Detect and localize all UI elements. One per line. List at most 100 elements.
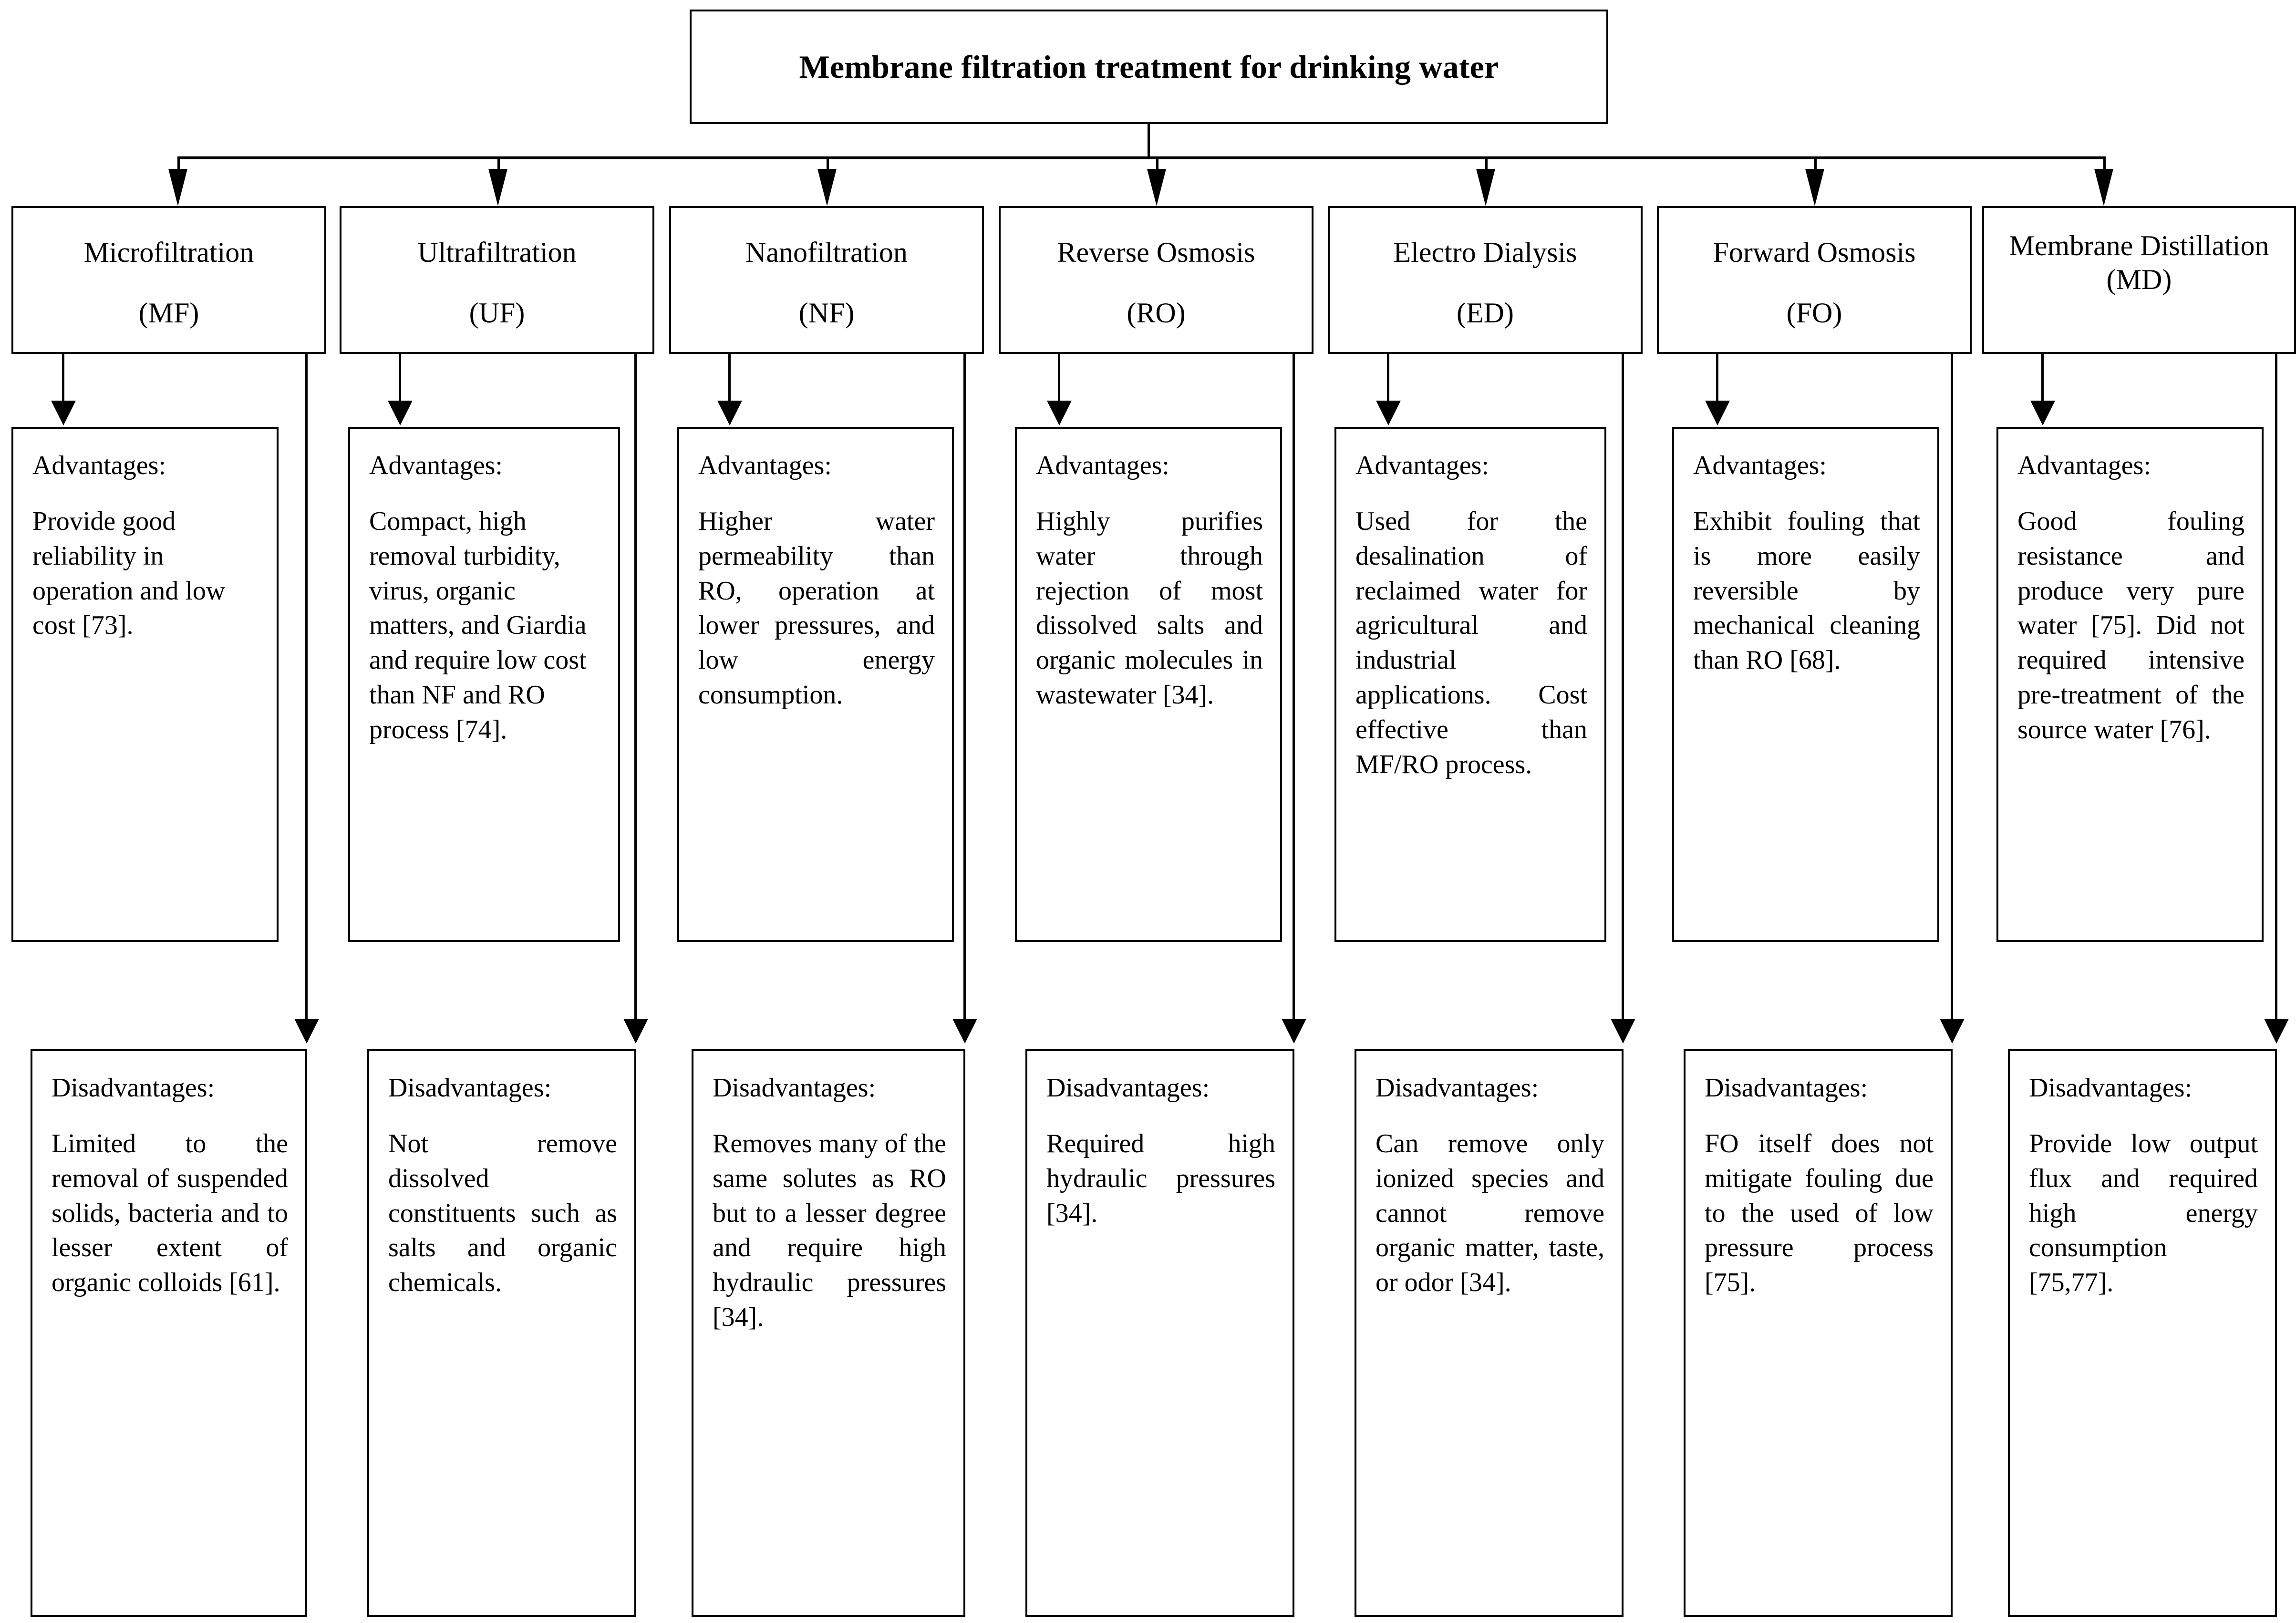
bus-arrow-3 [817, 169, 837, 206]
dis-arrow-3 [952, 1019, 977, 1044]
bus-arrow-1 [168, 169, 187, 206]
advantages-box-electro-dialysis: Advantages: Used for the desalination of… [1334, 427, 1606, 942]
disadvantages-box-ultrafiltration: Disadvantages: Not remove dissolved cons… [367, 1049, 636, 1617]
adv-connector-line-6 [1716, 354, 1718, 404]
disadvantages-box-electro-dialysis: Disadvantages: Can remove only ionized s… [1355, 1049, 1624, 1617]
dis-bypass-line-4 [1293, 354, 1295, 1022]
adv-connector-line-1 [62, 354, 64, 404]
dis-arrow-1 [294, 1019, 319, 1044]
title-stem-line [1148, 124, 1150, 158]
dis-bypass-line-2 [634, 354, 637, 1022]
distribution-bus-line [177, 156, 2103, 159]
advantages-heading: Advantages: [1355, 451, 1489, 480]
disadvantages-heading: Disadvantages: [2029, 1073, 2193, 1103]
process-name: Reverse Osmosis [1057, 237, 1255, 268]
page-title: Membrane filtration treatment for drinki… [799, 48, 1499, 85]
advantages-box-membrane-distillation: Advantages: Good fouling resistance and … [1996, 427, 2264, 942]
adv-arrow-2 [388, 401, 413, 425]
process-name: Forward Osmosis [1713, 237, 1916, 268]
disadvantages-box-nanofiltration: Disadvantages: Removes many of the same … [692, 1049, 965, 1617]
advantages-box-microfiltration: Advantages: Provide good reliability in … [11, 427, 279, 942]
adv-connector-line-4 [1058, 354, 1060, 404]
advantages-heading: Advantages: [698, 451, 832, 480]
adv-arrow-1 [51, 401, 76, 425]
disadvantages-heading: Disadvantages: [1046, 1073, 1210, 1103]
advantages-text: Compact, high removal turbidity, virus, … [369, 507, 587, 744]
adv-arrow-3 [717, 401, 742, 425]
process-abbr: (MF) [138, 297, 199, 329]
advantages-text: Good fouling resistance and produce very… [2017, 507, 2244, 744]
process-box-electro-dialysis[interactable]: Electro Dialysis (ED) [1328, 206, 1643, 354]
process-box-nanofiltration[interactable]: Nanofiltration (NF) [669, 206, 984, 354]
disadvantages-heading: Disadvantages: [388, 1073, 552, 1103]
advantages-heading: Advantages: [2017, 451, 2151, 480]
disadvantages-text: Can remove only ionized species and cann… [1376, 1129, 1604, 1298]
process-name: Electro Dialysis [1393, 237, 1577, 268]
disadvantages-text: Provide low output flux and required hig… [2029, 1129, 2258, 1298]
process-abbr: (NF) [798, 297, 855, 329]
dis-bypass-line-3 [963, 354, 966, 1022]
disadvantages-box-forward-osmosis: Disadvantages: FO itself does not mitiga… [1684, 1049, 1953, 1617]
adv-arrow-4 [1047, 401, 1072, 425]
advantages-text: Highly purifies water through rejection … [1036, 507, 1263, 710]
process-box-microfiltration[interactable]: Microfiltration (MF) [11, 206, 326, 354]
process-name: Membrane Distillation (MD) [2009, 230, 2269, 295]
advantages-box-forward-osmosis: Advantages: Exhibit fouling that is more… [1672, 427, 1939, 942]
process-box-ultrafiltration[interactable]: Ultrafiltration (UF) [340, 206, 654, 354]
dis-bypass-line-1 [305, 354, 308, 1022]
process-abbr: (ED) [1457, 297, 1514, 329]
adv-connector-line-3 [728, 354, 731, 404]
process-abbr: (UF) [469, 297, 525, 329]
dis-arrow-2 [623, 1019, 648, 1044]
adv-connector-line-7 [2041, 354, 2044, 404]
advantages-text: Higher water permeability than RO, opera… [698, 507, 935, 710]
bus-arrow-7 [2094, 169, 2113, 206]
advantages-text: Exhibit fouling that is more easily reve… [1693, 507, 1920, 675]
bus-arrow-2 [488, 169, 507, 206]
adv-connector-line-5 [1387, 354, 1389, 404]
dis-arrow-4 [1282, 1019, 1306, 1044]
process-box-reverse-osmosis[interactable]: Reverse Osmosis (RO) [999, 206, 1313, 354]
disadvantages-heading: Disadvantages: [52, 1073, 215, 1103]
advantages-box-reverse-osmosis: Advantages: Highly purifies water throug… [1015, 427, 1282, 942]
disadvantages-text: Not remove dissolved constituents such a… [388, 1129, 617, 1298]
process-abbr: (FO) [1786, 297, 1842, 329]
advantages-heading: Advantages: [32, 451, 166, 480]
dis-arrow-6 [1940, 1019, 1965, 1044]
disadvantages-box-reverse-osmosis: Disadvantages: Required high hydraulic p… [1025, 1049, 1294, 1617]
disadvantages-text: Limited to the removal of suspended soli… [52, 1129, 288, 1298]
process-name: Nanofiltration [745, 237, 908, 268]
advantages-text: Provide good reliability in operation an… [32, 507, 226, 641]
advantages-box-ultrafiltration: Advantages: Compact, high removal turbid… [348, 427, 620, 942]
adv-connector-line-2 [399, 354, 401, 404]
dis-bypass-line-6 [1951, 354, 1953, 1022]
bus-arrow-6 [1805, 169, 1824, 206]
adv-arrow-7 [2030, 401, 2055, 425]
disadvantages-heading: Disadvantages: [1705, 1073, 1868, 1103]
dis-arrow-5 [1611, 1019, 1635, 1044]
process-abbr: (RO) [1127, 297, 1186, 329]
adv-arrow-5 [1376, 401, 1401, 425]
disadvantages-text: Required high hydraulic pressures [34]. [1046, 1129, 1275, 1228]
advantages-text: Used for the desalination of reclaimed w… [1355, 507, 1587, 779]
dis-arrow-7 [2264, 1019, 2289, 1044]
disadvantages-text: FO itself does not mitigate fouling due … [1705, 1129, 1934, 1298]
bus-arrow-4 [1147, 169, 1166, 206]
dis-bypass-line-5 [1622, 354, 1624, 1022]
disadvantages-box-microfiltration: Disadvantages: Limited to the removal of… [31, 1049, 307, 1617]
adv-arrow-6 [1705, 401, 1730, 425]
advantages-heading: Advantages: [1036, 451, 1169, 480]
process-name: Microfiltration [83, 237, 254, 268]
disadvantages-box-membrane-distillation: Disadvantages: Provide low output flux a… [2008, 1049, 2277, 1617]
advantages-heading: Advantages: [1693, 451, 1827, 480]
disadvantages-heading: Disadvantages: [1376, 1073, 1539, 1103]
title-box: Membrane filtration treatment for drinki… [690, 10, 1608, 124]
process-box-forward-osmosis[interactable]: Forward Osmosis (FO) [1657, 206, 1972, 354]
advantages-heading: Advantages: [369, 451, 503, 480]
process-name: Ultrafiltration [417, 237, 577, 268]
disadvantages-heading: Disadvantages: [713, 1073, 876, 1103]
process-box-membrane-distillation[interactable]: Membrane Distillation (MD) [1982, 206, 2296, 354]
dis-bypass-line-7 [2275, 354, 2277, 1022]
bus-arrow-5 [1476, 169, 1495, 206]
